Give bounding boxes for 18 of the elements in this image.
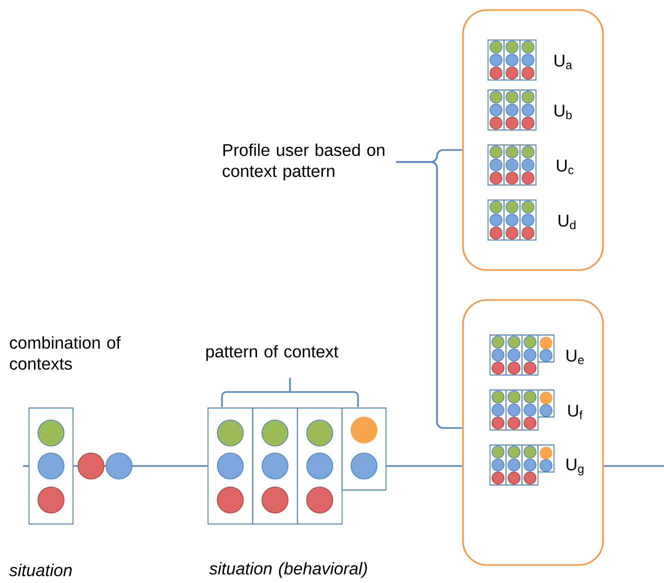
user-label: U$_{b}$ <box>554 104 572 120</box>
user-label: U$_{d}$ <box>558 214 576 230</box>
behavioral-situation-drawing <box>208 408 386 524</box>
connector-line <box>396 161 462 429</box>
pattern-label: pattern of context <box>206 345 338 361</box>
connector-line <box>604 465 664 467</box>
user-label: U$_{a}$ <box>554 54 572 70</box>
situation-label: situation (behavioral) <box>209 562 367 578</box>
user-label: U$_{c}$ <box>556 160 574 174</box>
user-label: U$_{e}$ <box>566 350 584 364</box>
user-label: U$_{g}$ <box>566 458 584 476</box>
situation-label: situation <box>9 564 72 576</box>
user-label: U$_{f}$ <box>568 404 583 420</box>
profile-label: Profile user based on context pattern <box>222 144 384 180</box>
connector-line <box>23 465 29 467</box>
connector-line <box>386 465 462 467</box>
combination-label: combination of contexts <box>10 336 121 370</box>
situation-column <box>28 408 74 524</box>
